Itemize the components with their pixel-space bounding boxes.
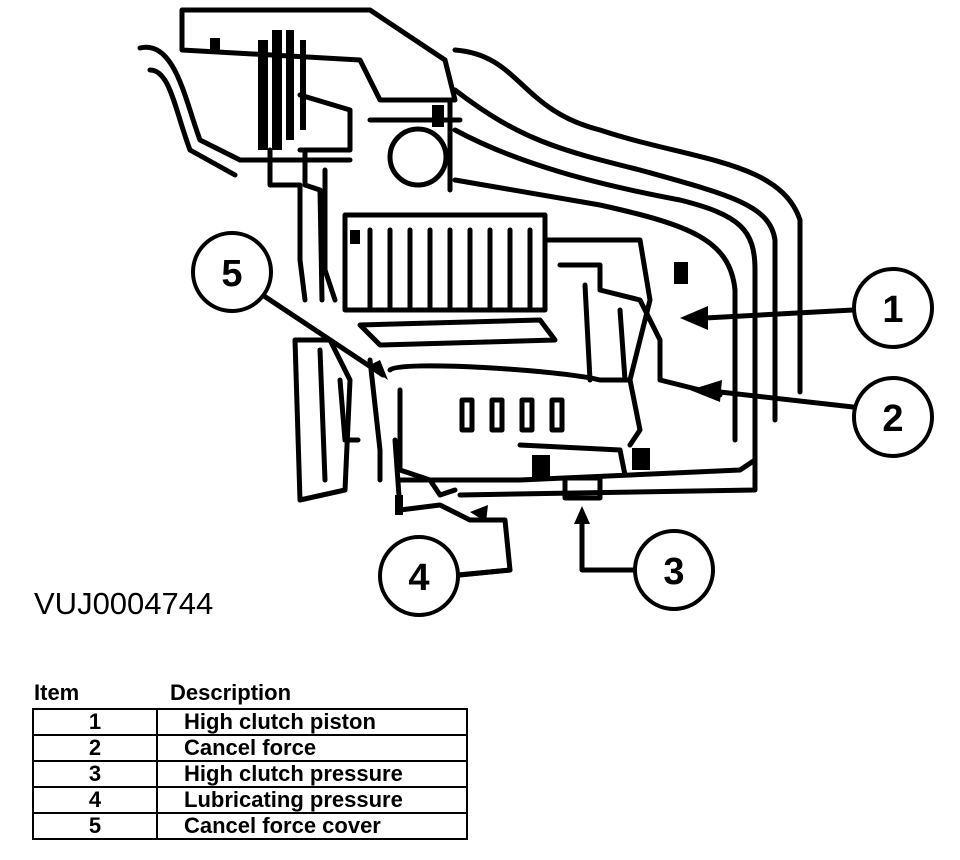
callout-1-label: 1 [882,289,903,331]
legend-header-description: Description [170,680,292,705]
figure-id: VUJ0004744 [34,586,214,621]
callout-1-circle [852,267,934,349]
legend-row: 2 Cancel force [32,734,468,762]
legend-item-description: High clutch pressure [156,760,468,788]
callout-2-label: 2 [882,398,903,440]
legend-item-number: 5 [32,812,158,840]
legend-row: 1 High clutch piston [32,708,468,736]
legend-header-item: Item [34,680,80,705]
legend-row: 5 Cancel force cover [32,812,468,840]
legend-item-number: 2 [32,734,158,762]
legend-item-description: High clutch piston [156,708,468,736]
clutch-cross-section-diagram: 1 2 3 4 5 [137,7,934,617]
callout-2-circle [852,376,934,458]
callout-3-circle [633,529,715,611]
legend-row: 4 Lubricating pressure [32,786,468,814]
callout-3-label: 3 [663,551,684,593]
legend-item-description: Cancel force [156,734,468,762]
legend-item-description: Lubricating pressure [156,786,468,814]
legend-item-number: 4 [32,786,158,814]
legend-item-description: Cancel force cover [156,812,468,840]
legend-item-number: 1 [32,708,158,736]
legend-table: 1 High clutch piston 2 Cancel force 3 Hi… [32,708,468,840]
callout-5-circle [191,231,273,313]
callout-4-label: 4 [408,557,429,599]
legend-item-number: 3 [32,760,158,788]
callout-5-label: 5 [221,253,242,295]
legend-row: 3 High clutch pressure [32,760,468,788]
callout-4-circle [378,535,460,617]
